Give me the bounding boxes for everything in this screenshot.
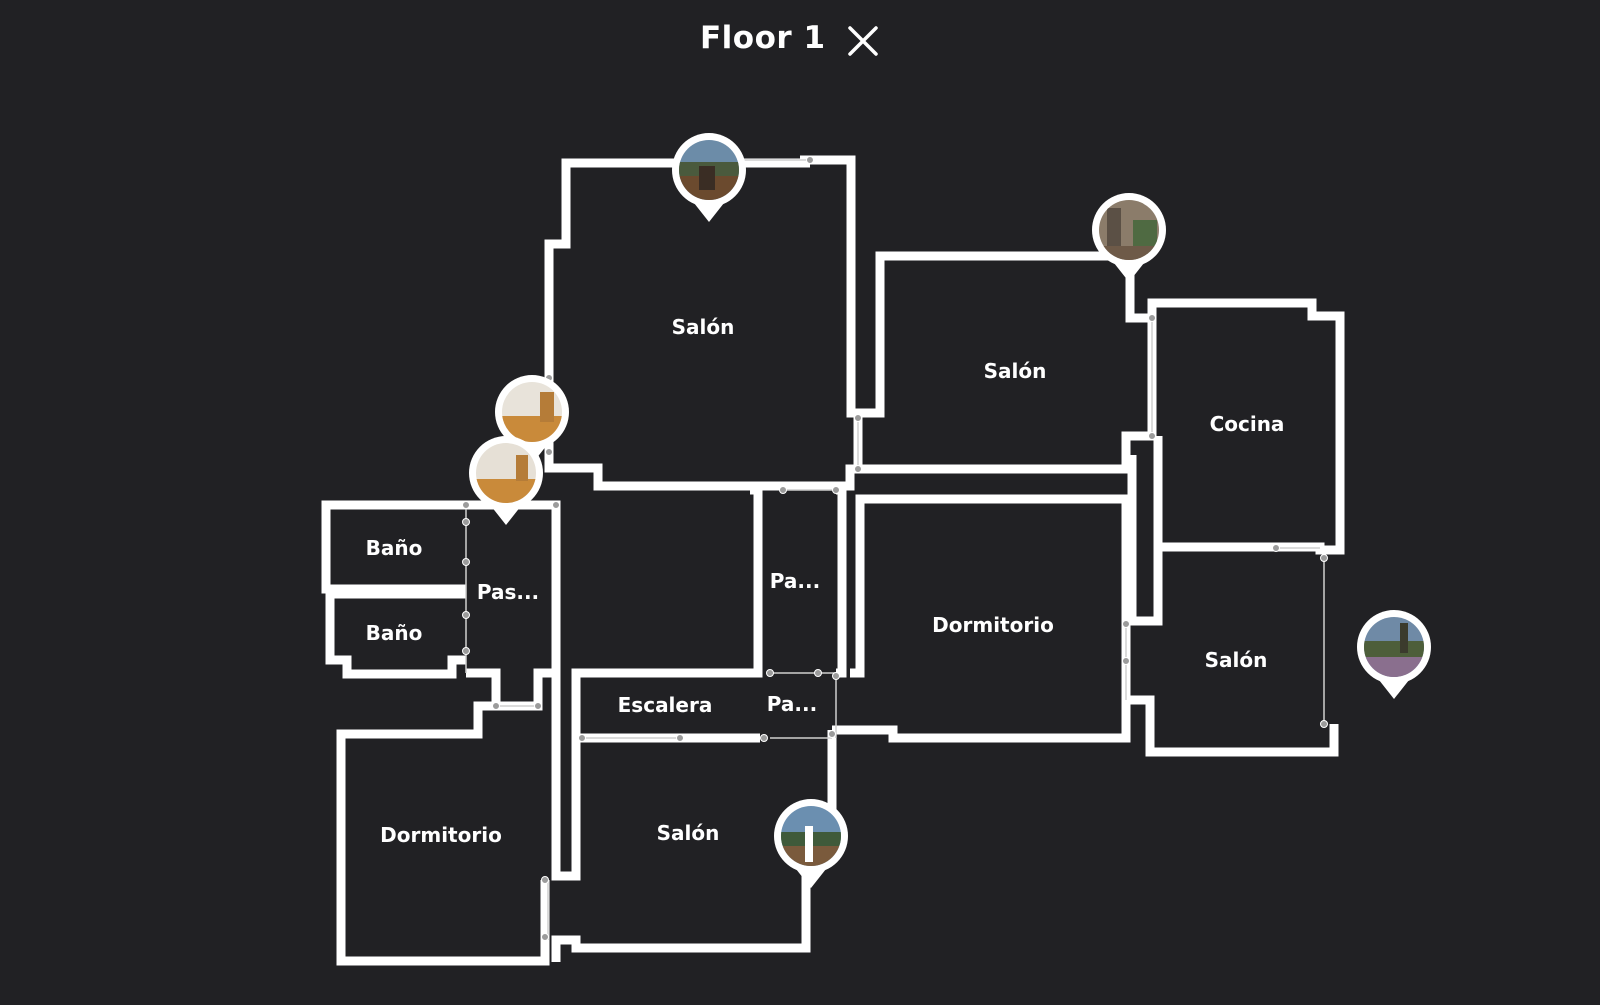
room-salon-bottom[interactable]: Salón [551,673,837,962]
room-bano-2[interactable]: Baño [325,589,466,679]
floor-title: Floor 1 [700,20,826,56]
room-cocina[interactable]: Cocina [1147,298,1345,555]
room-label: Escalera [618,693,713,717]
room-dormitorio-left[interactable]: Dormitorio [336,701,550,966]
panorama-pin-icon [502,382,562,442]
room-label: Salón [672,315,735,339]
panorama-pin-icon [1099,200,1159,260]
room-pasillo-lower[interactable]: Pa... [767,692,817,716]
panorama-pin-icon [679,140,739,200]
room-pasillo-left[interactable]: Pas... [466,500,561,711]
room-label: Dormitorio [932,613,1054,637]
room-label: Pas... [477,580,539,604]
room-label: Salón [657,821,720,845]
close-x-icon [848,26,878,56]
room-label: Baño [366,536,423,560]
room-label: Dormitorio [380,823,502,847]
panorama-pin-hallway-lower[interactable] [469,436,543,525]
room-label: Pa... [770,569,820,593]
room-dormitorio-right[interactable]: Dormitorio [832,494,1131,743]
room-label: Pa... [767,692,817,716]
panorama-pin-salon-mid-right[interactable] [1092,193,1166,282]
room-pasillo-mid[interactable]: Pa... [750,485,847,678]
panorama-pin-salon-bottom[interactable] [774,799,848,888]
room-label: Salón [1205,648,1268,672]
room-salon-mid-right[interactable]: Salón [860,251,1157,474]
panorama-pin-icon [476,443,536,503]
room-label: Baño [366,621,423,645]
room-escalera[interactable]: Escalera [571,668,760,743]
room-salon-right[interactable]: Salón [1126,455,1339,757]
room-bano-1[interactable]: Baño [321,500,466,594]
room-label: Salón [984,359,1047,383]
panorama-pin-hallway-upper[interactable] [495,375,569,464]
floor-header: Floor 1 [0,18,1600,66]
close-button[interactable] [846,24,880,58]
room-label: Cocina [1210,412,1285,436]
panorama-pin-icon [781,806,841,866]
panorama-pin-icon [1364,617,1424,677]
panorama-pin-salon-right-outside[interactable] [1357,610,1431,699]
panorama-pin-salon-top[interactable] [672,133,746,222]
room-salon-top[interactable]: Salón [544,155,863,491]
